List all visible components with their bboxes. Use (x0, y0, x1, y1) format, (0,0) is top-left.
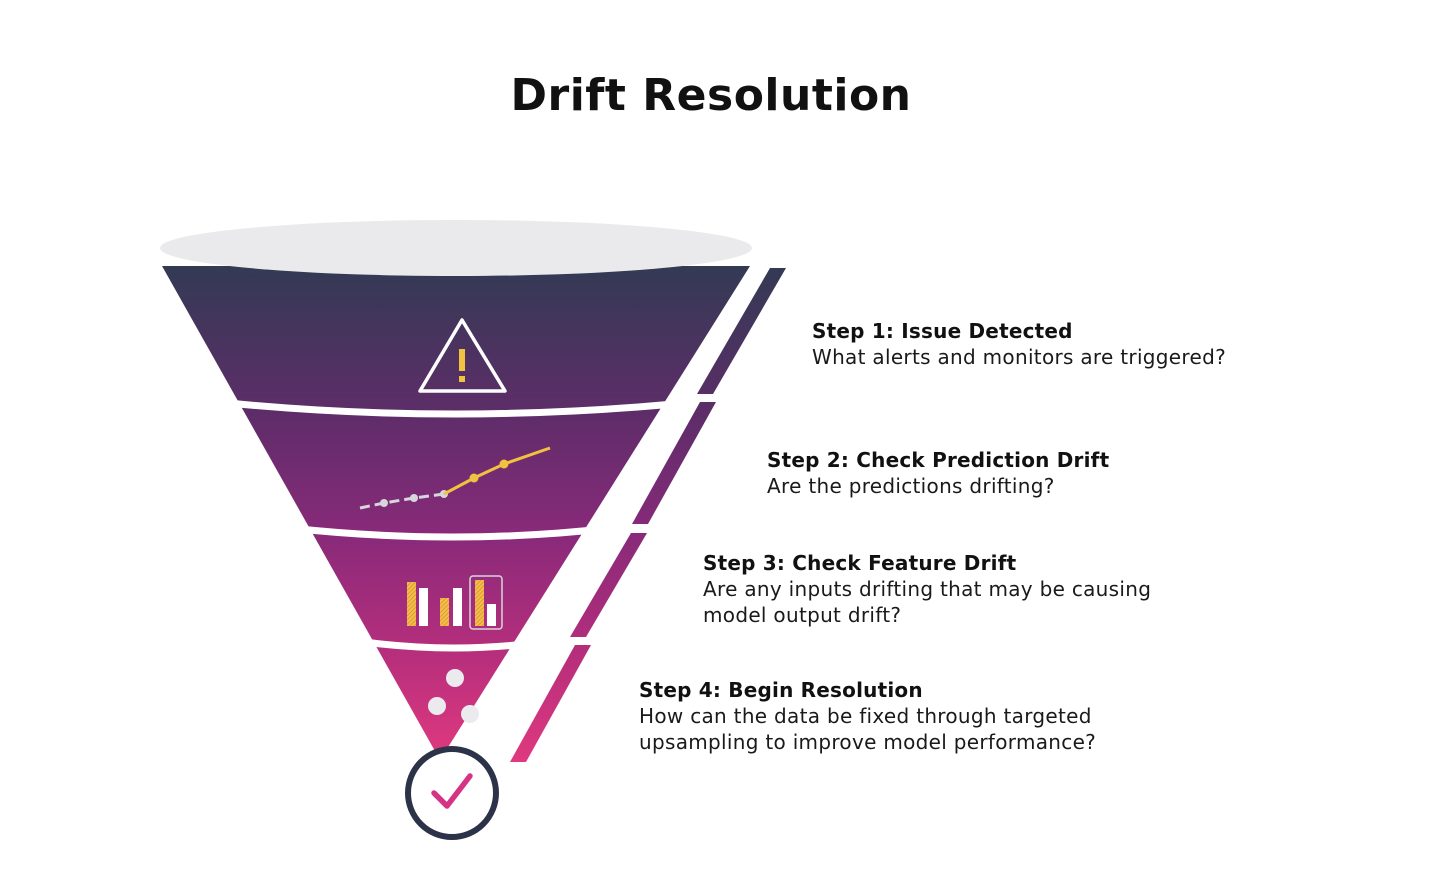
step-4-desc-line-2: upsampling to improve model performance? (639, 730, 1097, 754)
step-3: Step 3: Check Feature Drift Are any inpu… (703, 550, 1151, 628)
bar-chart-icon (407, 575, 503, 630)
warning-triangle-icon (418, 318, 507, 393)
step-3-title: Step 3: Check Feature Drift (703, 551, 1017, 575)
step-4-desc-line-1: How can the data be fixed through target… (639, 704, 1092, 728)
funnel-divider-1 (227, 399, 685, 418)
side-stripe-1 (697, 268, 786, 394)
funnel-opening (160, 220, 752, 276)
step-2-title: Step 2: Check Prediction Drift (767, 448, 1110, 472)
diagram-title: Drift Resolution (510, 70, 912, 121)
funnel-divider-3 (349, 636, 556, 652)
step-4: Step 4: Begin Resolution How can the dat… (639, 677, 1096, 755)
funnel-divider-2 (289, 524, 613, 541)
step-1-title: Step 1: Issue Detected (812, 319, 1073, 343)
side-stripe-3 (570, 533, 647, 637)
side-stripe-2 (632, 402, 716, 524)
dots-icon (428, 669, 479, 723)
funnel-side-stripe (510, 268, 786, 762)
side-stripe-4 (510, 645, 591, 762)
step-1: Step 1: Issue Detected What alerts and m… (812, 318, 1226, 370)
trend-line-icon (359, 446, 551, 510)
funnel-body (162, 266, 750, 760)
step-2-desc: Are the predictions drifting? (767, 474, 1055, 498)
checkmark-circle-icon (405, 746, 499, 840)
step-2: Step 2: Check Prediction Drift Are the p… (767, 447, 1109, 499)
step-3-desc-line-1: Are any inputs drifting that may be caus… (703, 577, 1152, 601)
step-4-title: Step 4: Begin Resolution (639, 678, 923, 702)
step-3-desc-line-2: model output drift? (703, 603, 902, 627)
step-1-desc: What alerts and monitors are triggered? (812, 345, 1226, 369)
